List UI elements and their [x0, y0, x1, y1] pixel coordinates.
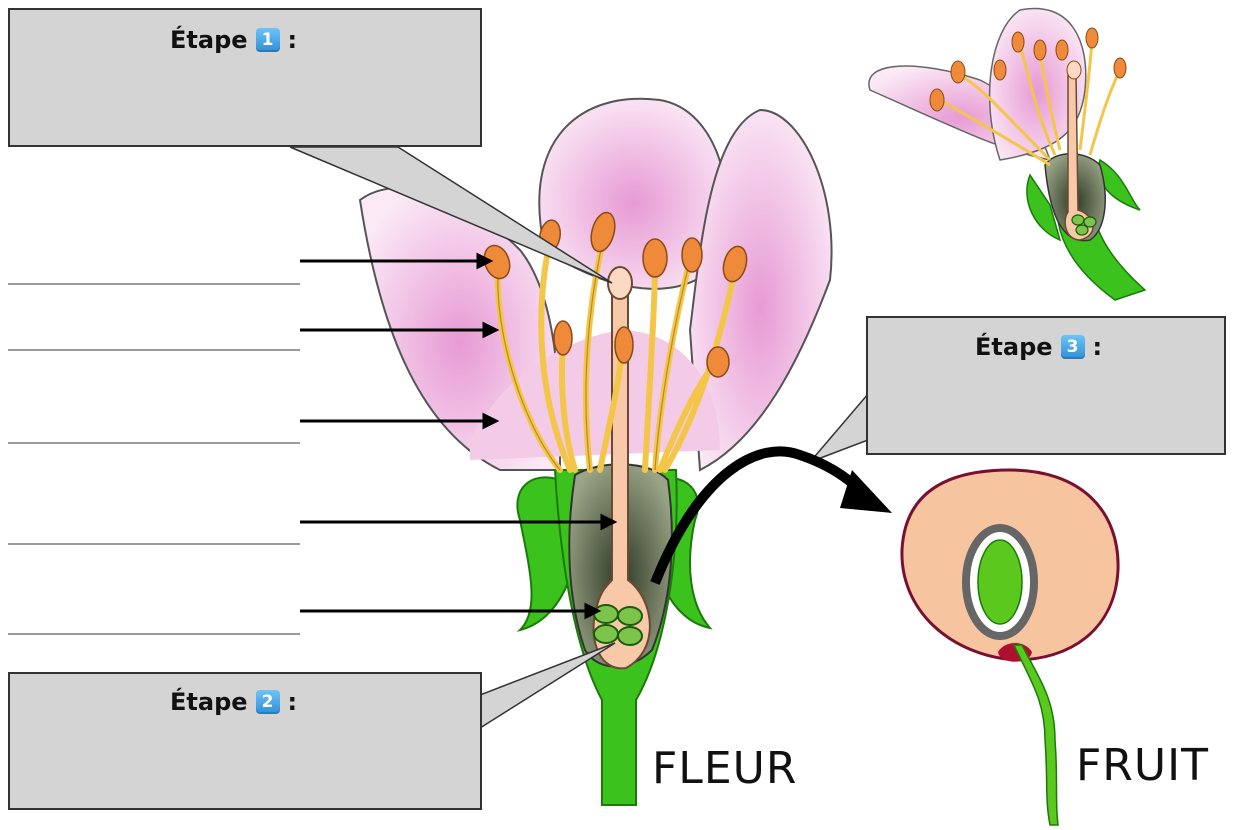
step-1-label: Étape: [170, 26, 248, 54]
small-flower-illustration: [869, 8, 1145, 300]
step-2-label: Étape: [170, 688, 248, 716]
answer-line-1[interactable]: [8, 283, 300, 285]
fruit-label: FRUIT: [1076, 740, 1209, 791]
step-1-number-badge: 1: [256, 28, 280, 52]
callout-3-pointer: [810, 394, 868, 462]
step-1-title: Étape 1 :: [170, 26, 297, 54]
fruit-stalk: [1014, 645, 1058, 825]
step-2-number-badge: 2: [256, 690, 280, 714]
fruit-seed: [978, 540, 1022, 624]
step-3-title: Étape 3 :: [975, 333, 1102, 361]
step-3-number-badge: 3: [1061, 335, 1085, 359]
answer-line-3[interactable]: [8, 442, 300, 444]
flower-label: FLEUR: [652, 743, 797, 794]
step-2-title: Étape 2 :: [170, 688, 297, 716]
step-2-colon: :: [288, 688, 298, 716]
step-3-colon: :: [1093, 333, 1103, 361]
answer-line-2[interactable]: [8, 349, 300, 351]
step-1-colon: :: [288, 26, 298, 54]
answer-line-4[interactable]: [8, 543, 300, 545]
step-3-label: Étape: [975, 333, 1053, 361]
answer-line-5[interactable]: [8, 633, 300, 635]
